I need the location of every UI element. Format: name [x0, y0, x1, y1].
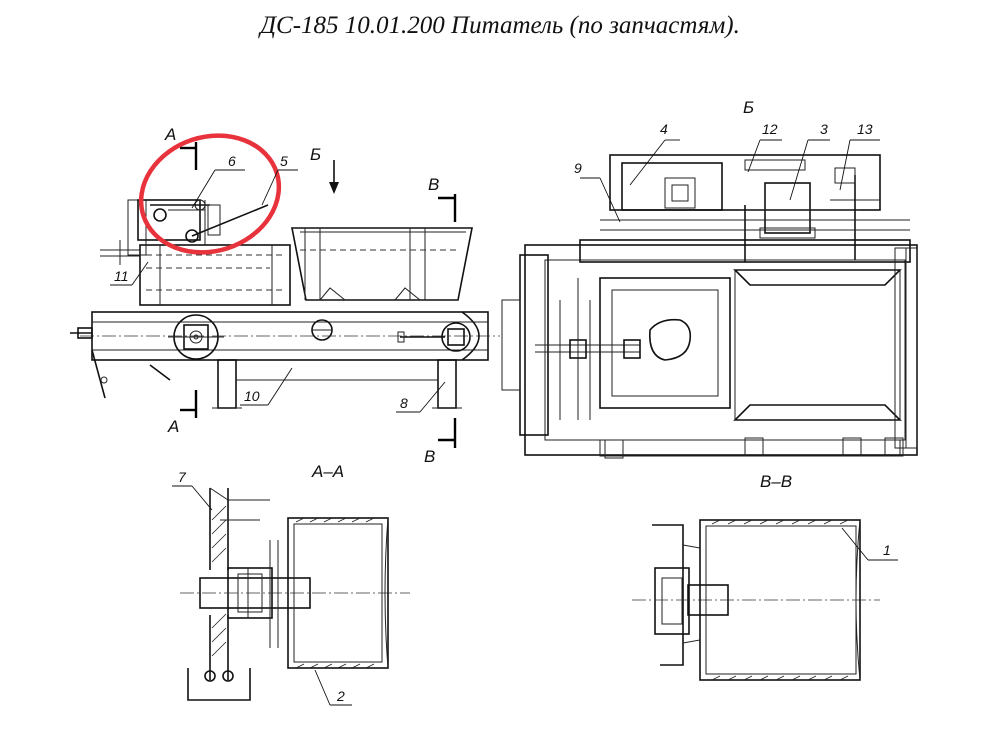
callout-8: 8 — [400, 395, 408, 411]
section-aa: А–А — [172, 462, 410, 706]
callout-12: 12 — [762, 121, 778, 137]
callout-1: 1 — [883, 542, 891, 558]
callout-4: 4 — [660, 121, 668, 137]
section-aa-label: А–А — [311, 462, 344, 481]
top-view-label: Б — [743, 98, 754, 117]
section-a-bottom-label: А — [167, 417, 179, 436]
callout-9: 9 — [574, 160, 582, 176]
callout-10: 10 — [244, 388, 260, 404]
drawing-title: ДС-185 10.01.200 Питатель (по запчастям)… — [260, 12, 740, 39]
section-vv-label: В–В — [760, 472, 792, 491]
callout-6: 6 — [228, 153, 236, 169]
side-view: А А Б В В — [70, 125, 500, 466]
section-vv: В–В — [632, 472, 898, 681]
section-a-top-label: А — [164, 125, 176, 144]
callout-11: 11 — [114, 268, 129, 284]
section-v-bottom-label: В — [424, 447, 435, 466]
callout-5: 5 — [280, 153, 288, 169]
callout-3: 3 — [820, 121, 828, 137]
top-view: Б — [501, 98, 918, 459]
callout-2: 2 — [336, 688, 345, 704]
callout-7: 7 — [178, 469, 187, 485]
view-b-label: Б — [310, 145, 321, 164]
callout-13: 13 — [857, 121, 873, 137]
highlight-circle — [138, 133, 282, 255]
section-v-top-label: В — [428, 175, 439, 194]
